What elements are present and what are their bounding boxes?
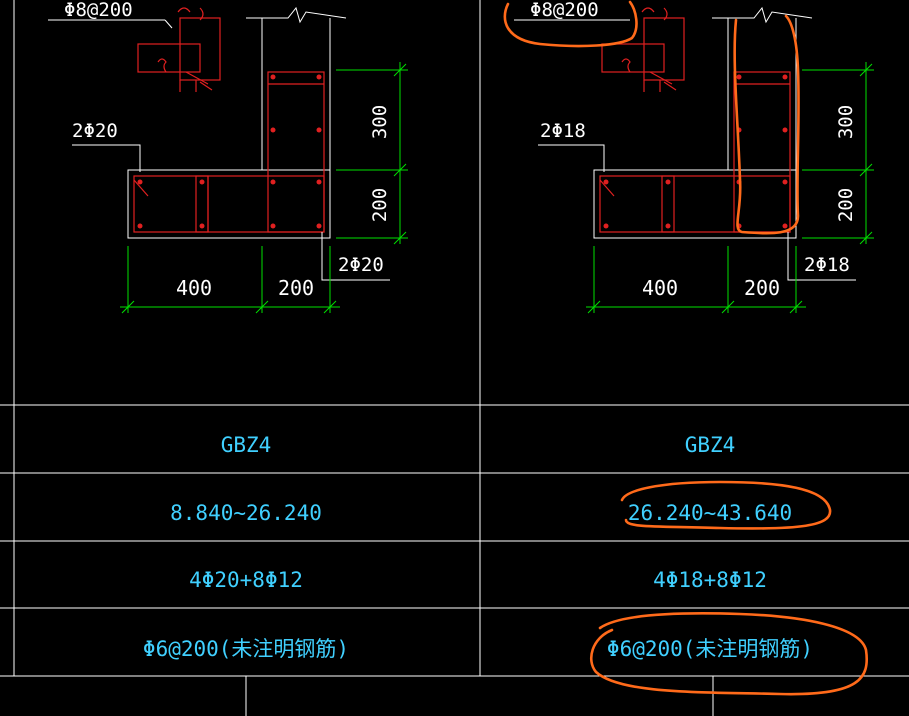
cell-stirrup-left: Φ6@200(未注明钢筋) (143, 637, 349, 661)
left-dim-200-vertical: 200 (369, 188, 391, 222)
cell-stirrup-right: Φ6@200(未注明钢筋) (607, 637, 813, 661)
right-rebar-points (603, 74, 788, 229)
cell-elevation-left: 8.840~26.240 (170, 501, 322, 525)
right-dim-200-vertical: 200 (835, 188, 857, 222)
left-dim-400: 400 (176, 276, 212, 300)
left-column-detail: Φ8@200 (48, 0, 408, 314)
cell-longitudinal-rebar-right: 4Φ18+8Φ12 (653, 568, 767, 592)
right-end-bars-leader (787, 232, 856, 281)
right-dim-300: 300 (835, 105, 857, 139)
right-dim-200-horizontal: 200 (744, 276, 780, 300)
right-column-detail: Φ8@200 (514, 0, 874, 314)
right-stirrup-label: Φ8@200 (530, 0, 599, 21)
cell-name-right: GBZ4 (685, 433, 736, 457)
left-corner-bars-leader (72, 144, 141, 172)
annotation-rebar-trace (733, 14, 800, 235)
annotation-stirrup-circle (503, 0, 638, 48)
right-corner-bars-label: 2Φ18 (540, 120, 586, 142)
right-horizontal-dimension (586, 246, 806, 314)
right-vertical-dimension (802, 62, 874, 245)
right-rebar-cage (599, 71, 791, 233)
table-cells: GBZ4 GBZ4 8.840~26.240 26.240~43.640 4Φ2… (143, 433, 813, 661)
left-stirrup-label: Φ8@200 (64, 0, 133, 21)
right-upper-stirrups (601, 7, 685, 92)
cell-longitudinal-rebar-left: 4Φ20+8Φ12 (189, 568, 303, 592)
cell-name-left: GBZ4 (221, 433, 272, 457)
markup-annotations (503, 0, 868, 696)
cell-elevation-right: 26.240~43.640 (628, 501, 792, 525)
left-rebar-points (137, 74, 322, 229)
right-wall-outline (593, 6, 813, 239)
left-horizontal-dimension (120, 246, 340, 314)
right-dim-400: 400 (642, 276, 678, 300)
left-vertical-dimension (336, 62, 408, 245)
right-end-bars-label: 2Φ18 (804, 254, 850, 276)
left-dim-200-horizontal: 200 (278, 276, 314, 300)
annotation-elevation-circle (620, 480, 832, 530)
left-end-bars-label: 2Φ20 (338, 254, 384, 276)
left-upper-stirrups (137, 7, 221, 92)
left-rebar-cage (133, 71, 325, 233)
annotation-stirrup-cell-circle (590, 612, 868, 696)
left-corner-bars-label: 2Φ20 (72, 120, 118, 142)
left-dim-300: 300 (369, 105, 391, 139)
left-end-bars-leader (321, 232, 390, 281)
right-corner-bars-leader (538, 144, 605, 172)
left-wall-outline (127, 6, 347, 239)
